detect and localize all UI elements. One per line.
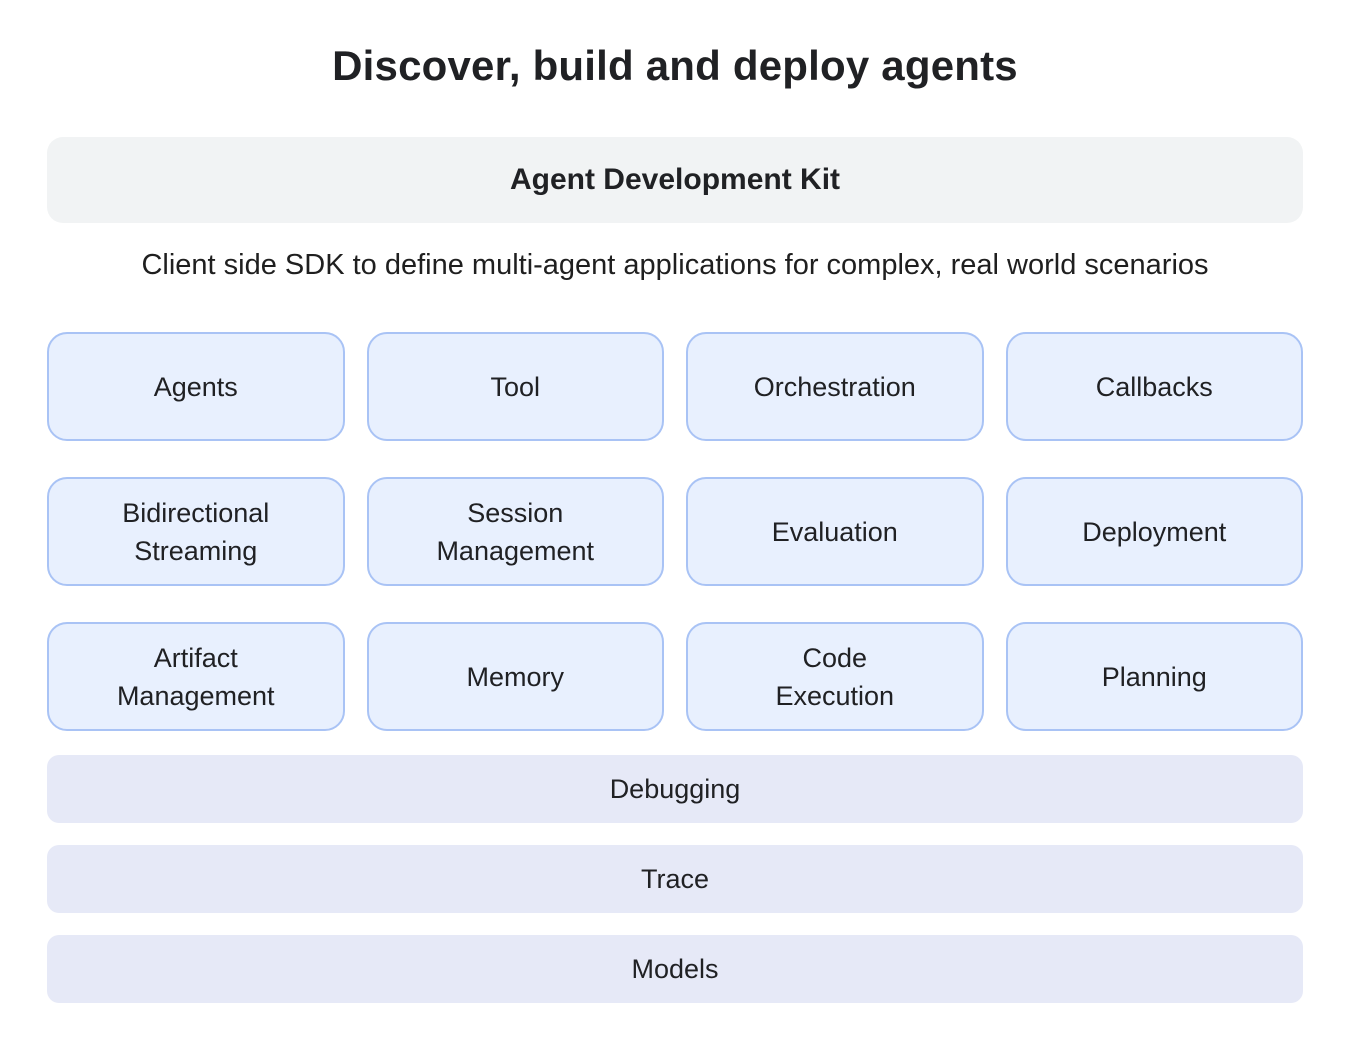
feature-card-callbacks: Callbacks [1005, 332, 1303, 441]
layer-bar-models: Models [47, 935, 1303, 1003]
feature-label: Deployment [1082, 516, 1227, 547]
feature-label: Tool [490, 371, 541, 402]
layer-label: Models [631, 953, 719, 984]
feature-card-planning: Planning [1005, 622, 1303, 731]
feature-label: Artifact Management [116, 642, 275, 711]
feature-label: Orchestration [753, 371, 916, 402]
feature-label: Callbacks [1095, 371, 1213, 402]
feature-label: Session Management [436, 497, 595, 566]
feature-card-deployment: Deployment [1005, 477, 1303, 586]
feature-card-artifact-management: Artifact Management [47, 622, 345, 731]
layer-bar-trace: Trace [47, 845, 1303, 913]
page-title: Discover, build and deploy agents [332, 42, 1018, 89]
feature-label: Planning [1101, 661, 1207, 692]
layer-label: Debugging [609, 773, 741, 804]
feature-label: Agents [153, 371, 238, 402]
layer-label: Trace [640, 863, 709, 894]
feature-label: Bidirectional Streaming [122, 497, 270, 566]
feature-card-agents: Agents [47, 332, 345, 441]
feature-grid: Agents Tool Orchestration Callbacks Bidi… [47, 332, 1303, 731]
adk-header-label: Agent Development Kit [509, 163, 841, 196]
adk-header-bar: Agent Development Kit [47, 137, 1303, 223]
feature-card-code-execution: Code Execution [686, 622, 984, 731]
feature-card-bidirectional-streaming: Bidirectional Streaming [47, 477, 345, 586]
feature-label: Memory [466, 661, 564, 692]
layer-bar-debugging: Debugging [47, 755, 1303, 823]
feature-card-orchestration: Orchestration [686, 332, 984, 441]
feature-card-tool: Tool [366, 332, 664, 441]
feature-label: Code Execution [775, 642, 895, 711]
feature-card-memory: Memory [366, 622, 664, 731]
layer-bars: Debugging Trace Models [47, 755, 1303, 1003]
feature-label: Evaluation [771, 516, 898, 547]
feature-card-evaluation: Evaluation [686, 477, 984, 586]
feature-card-session-management: Session Management [366, 477, 664, 586]
subtitle: Client side SDK to define multi-agent ap… [141, 249, 1209, 281]
